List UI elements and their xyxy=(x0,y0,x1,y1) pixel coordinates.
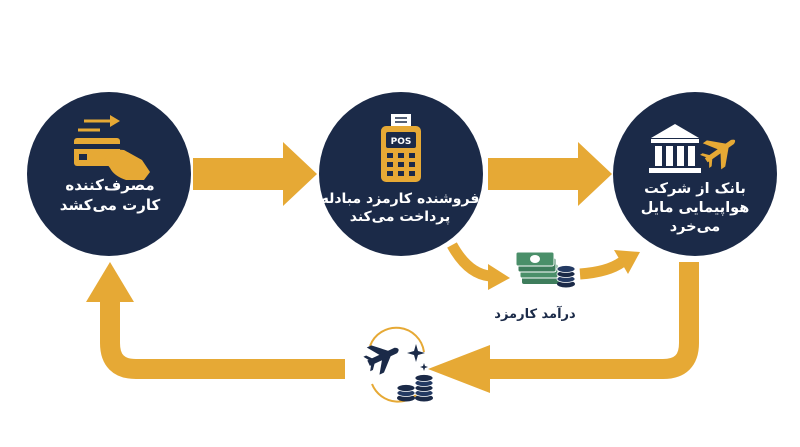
hand-card-icon xyxy=(74,115,150,180)
consumer-label-line-1: مصرف‌کننده xyxy=(65,176,155,194)
fee-arrow-out xyxy=(579,257,626,280)
consumer-label: مصرف‌کننده کارت می‌کشد xyxy=(30,176,190,215)
consumer-circle xyxy=(27,92,191,256)
sparkle-icon xyxy=(420,363,428,371)
bank-icon xyxy=(649,124,701,173)
arrow-merchant-to-bank xyxy=(488,142,612,206)
return-arrowhead-left xyxy=(428,345,490,393)
arrow-consumer-to-merchant xyxy=(193,142,317,206)
sparkle-icon xyxy=(407,344,425,362)
return-loop-arrow xyxy=(490,262,699,379)
bank-label-line-3: می‌خرد xyxy=(669,218,721,235)
merchant-label-line-1: فروشنده کارمزد مبادله xyxy=(320,191,480,207)
pos-screen-label: POS xyxy=(391,137,412,147)
bank-circle xyxy=(613,92,777,256)
return-arrowhead-up xyxy=(86,262,134,302)
miles-reward-icon xyxy=(363,326,434,403)
fee-income-label: درآمد کارمزد xyxy=(494,307,576,322)
merchant-label: فروشنده کارمزد مبادله پرداخت می‌کند xyxy=(316,190,484,226)
bank-label-line-2: هواپیمایی مایل xyxy=(640,199,750,216)
consumer-label-line-2: کارت می‌کشد xyxy=(59,195,161,214)
fee-arrow-in xyxy=(447,242,491,282)
bank-label-line-1: بانک از شرکت xyxy=(644,181,746,197)
bank-label: بانک از شرکت هواپیمایی مایل می‌خرد xyxy=(620,180,770,237)
merchant-label-line-2: پرداخت می‌کند xyxy=(349,209,451,226)
fee-arrow-in-head xyxy=(488,264,510,290)
pos-terminal-icon: POS xyxy=(381,114,421,182)
fee-arrow-out-head xyxy=(614,250,640,274)
cash-coins-icon xyxy=(515,251,576,288)
airplane-icon xyxy=(700,139,736,170)
return-loop-arrow-segment xyxy=(100,292,345,379)
